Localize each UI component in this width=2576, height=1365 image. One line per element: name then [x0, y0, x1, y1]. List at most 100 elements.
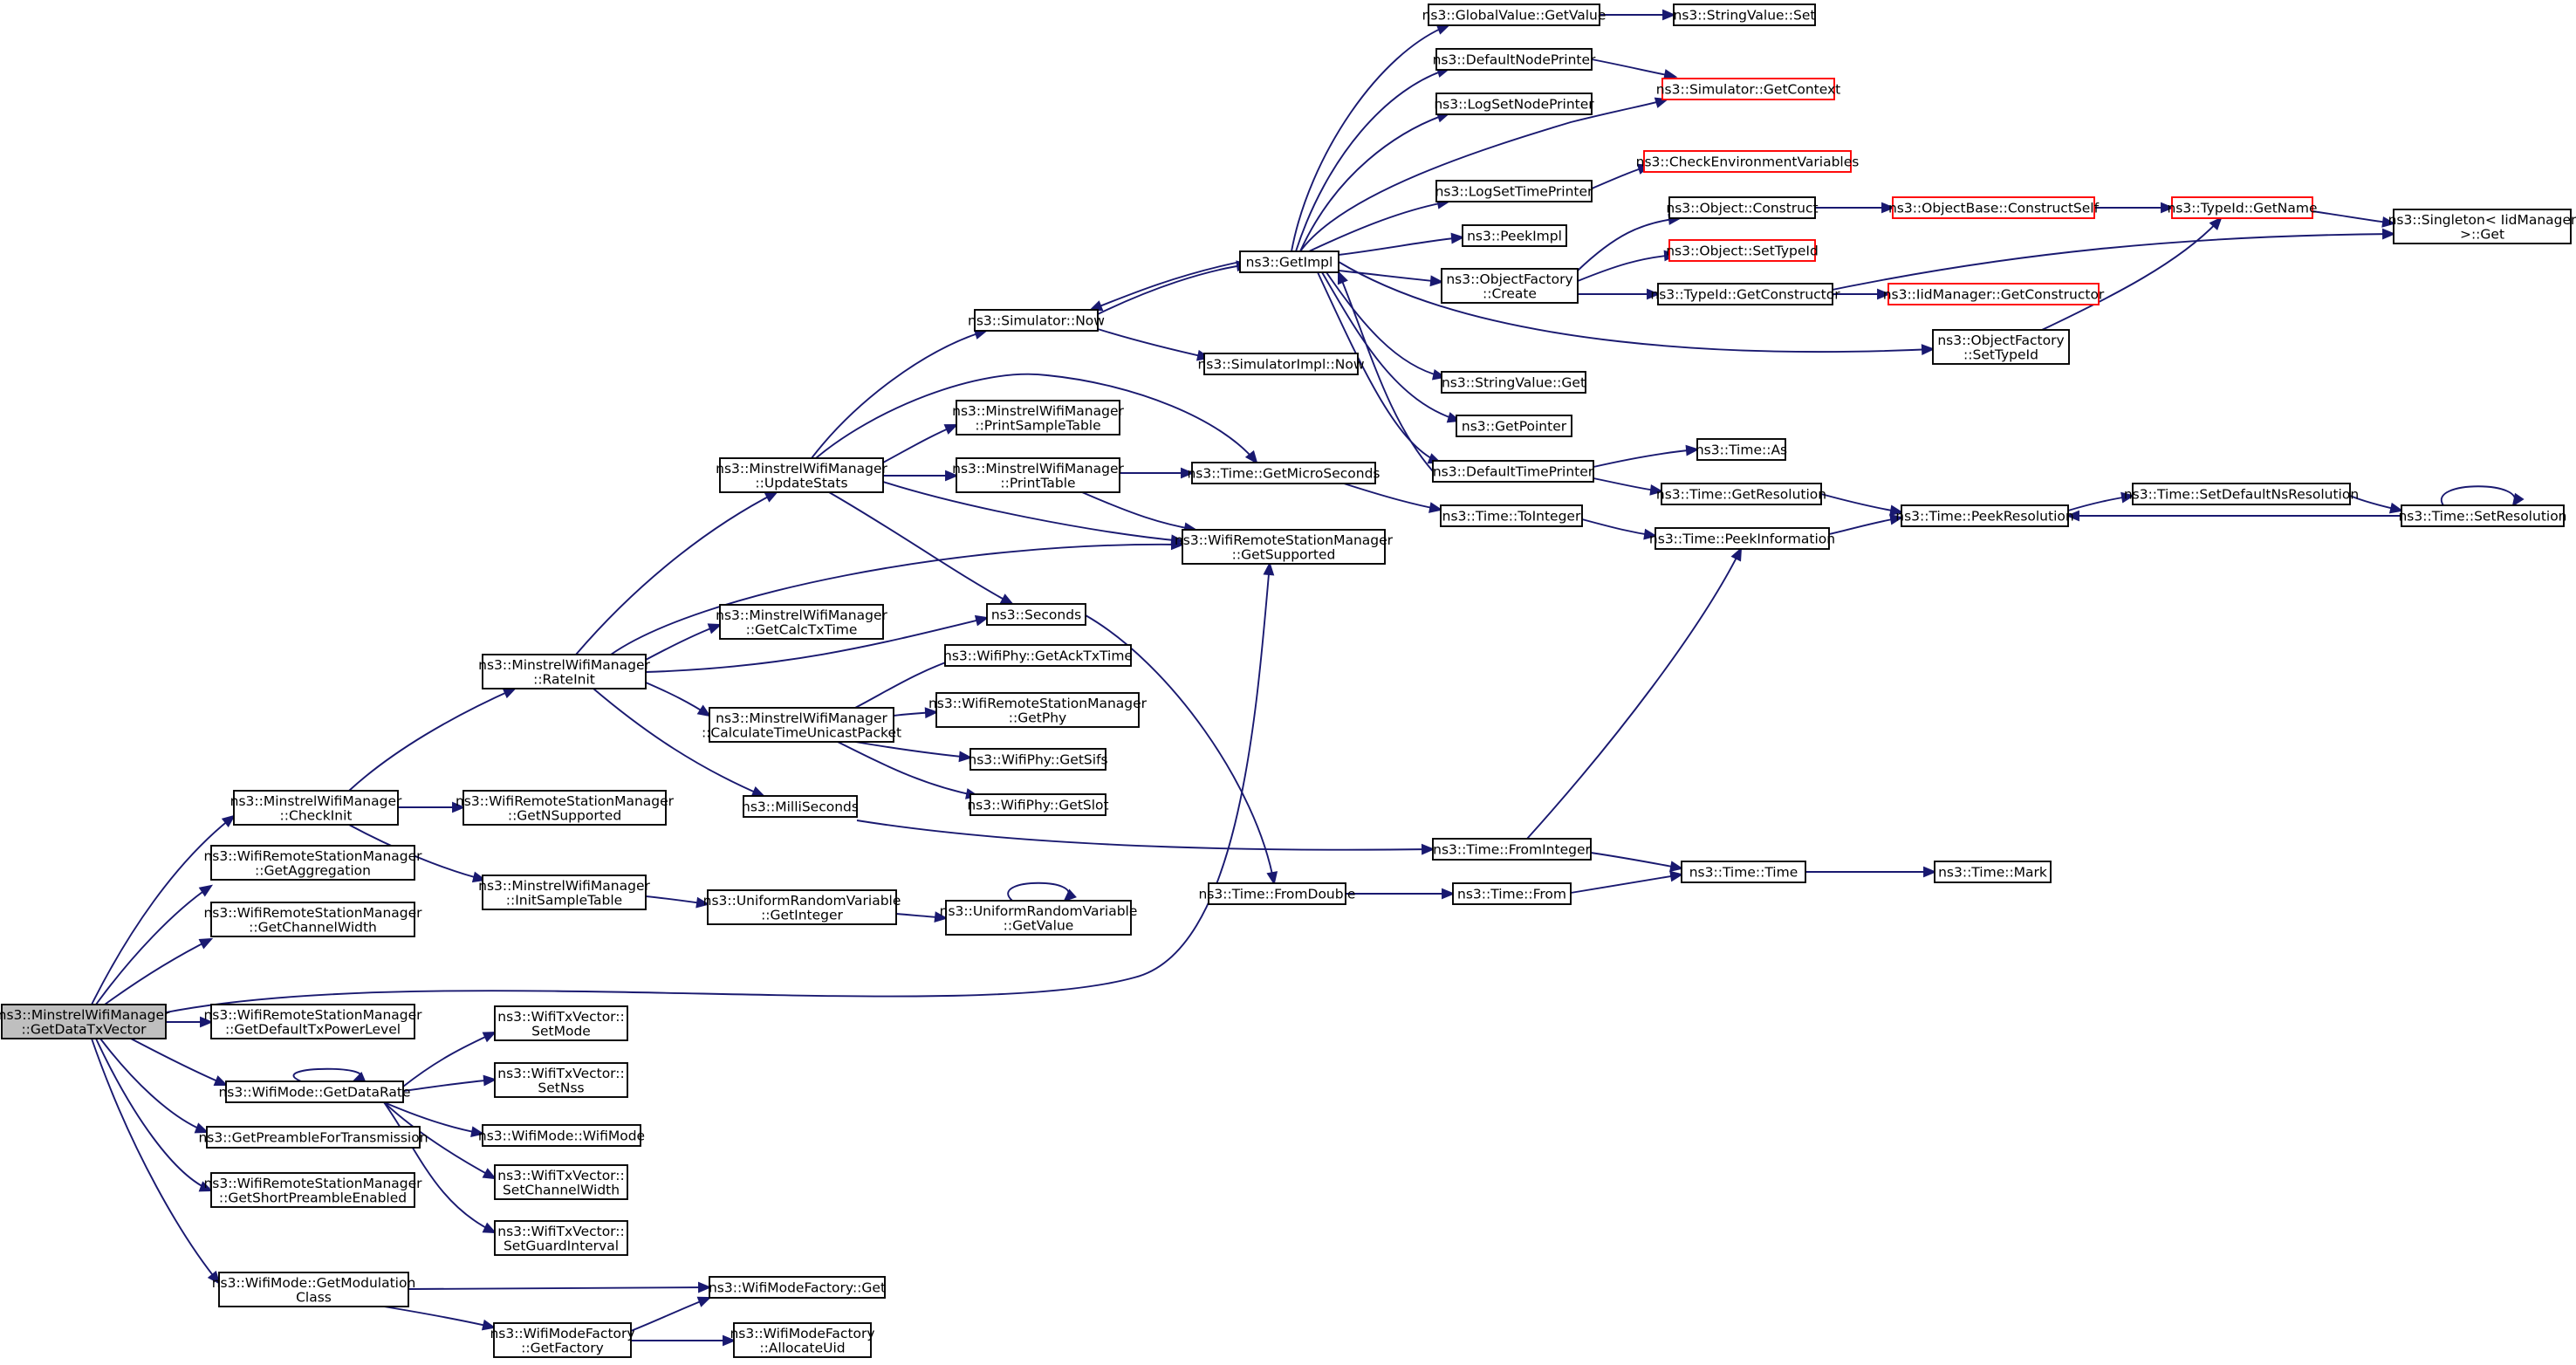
node-setchw[interactable]: ns3::WifiTxVector::SetChannelWidth [494, 1164, 628, 1200]
node-wmfalloc[interactable]: ns3::WifiModeFactory::AllocateUid [730, 1322, 875, 1358]
node-label: ns3::ObjectFactory [1937, 333, 2064, 348]
node-logsettime[interactable]: ns3::LogSetTimePrinter [1435, 180, 1593, 202]
node-singletonget[interactable]: ns3::Singleton< IidManager>::Get [2388, 209, 2576, 244]
node-setmode[interactable]: ns3::WifiTxVector::SetMode [494, 1005, 628, 1041]
node-checkinit[interactable]: ns3::MinstrelWifiManager::CheckInit [230, 790, 402, 826]
node-timesetdefns[interactable]: ns3::Time::SetDefaultNsResolution [2124, 483, 2359, 505]
node-printsample[interactable]: ns3::MinstrelWifiManager::PrintSampleTab… [952, 400, 1124, 436]
edge-initsample-to-urvgetint [645, 895, 710, 909]
node-getshortpre[interactable]: ns3::WifiRemoteStationManager::GetShortP… [203, 1172, 422, 1208]
node-box [719, 604, 884, 640]
node-box [1208, 882, 1346, 905]
node-objbaseconstruct[interactable]: ns3::ObjectBase::ConstructSelf [1888, 196, 2100, 219]
node-getsupported[interactable]: ns3::WifiRemoteStationManager::GetSuppor… [1175, 529, 1394, 565]
node-simimplnow[interactable]: ns3::SimulatorImpl::Now [1197, 353, 1365, 375]
node-getcalctx[interactable]: ns3::MinstrelWifiManager::GetCalcTxTime [716, 604, 887, 640]
node-globalget[interactable]: ns3::GlobalValue::GetValue [1422, 3, 1607, 26]
node-objfactsettypeid[interactable]: ns3::ObjectFactory::SetTypeId [1932, 329, 2070, 365]
edge-line [95, 885, 212, 1005]
node-timegetres[interactable]: ns3::Time::GetResolution [1656, 483, 1826, 505]
node-wmfgetfactory[interactable]: ns3::WifiModeFactory::GetFactory [490, 1322, 635, 1358]
node-label: ::GetDefaultTxPowerLevel [225, 1021, 401, 1037]
arrowhead [974, 614, 990, 627]
edge-getimpl-to-objfactsettypeid [1338, 261, 1935, 356]
node-label: ns3::Time::FromDouble [1199, 887, 1356, 902]
node-peekimpl[interactable]: ns3::PeekImpl [1462, 224, 1567, 247]
node-timemark[interactable]: ns3::Time::Mark [1934, 861, 2052, 883]
node-simgetctx[interactable]: ns3::Simulator::GetContext [1656, 78, 1841, 100]
edge-getdatarate-to-setgi [383, 1101, 497, 1234]
node-typeidgetname[interactable]: ns3::TypeId::GetName [2167, 196, 2318, 219]
node-timepeekinfo[interactable]: ns3::Time::PeekInformation [1649, 527, 1835, 550]
node-getnsupp[interactable]: ns3::WifiRemoteStationManager::GetNSuppo… [456, 790, 675, 826]
node-getacktx[interactable]: ns3::WifiPhy::GetAckTxTime [943, 644, 1133, 667]
node-deftimeprinter[interactable]: ns3::DefaultTimePrinter [1432, 460, 1594, 483]
node-objconstruct[interactable]: ns3::Object::Construct [1666, 196, 1819, 219]
node-getphy[interactable]: ns3::WifiRemoteStationManager::GetPhy [928, 692, 1148, 728]
node-getsifs[interactable]: ns3::WifiPhy::GetSifs [968, 748, 1108, 771]
node-box [986, 603, 1086, 626]
node-label: ::UpdateStats [755, 475, 847, 490]
node-timepeekres[interactable]: ns3::Time::PeekResolution [1895, 504, 2074, 527]
node-updatestats[interactable]: ns3::MinstrelWifiManager::UpdateStats [716, 457, 887, 493]
node-wifimode[interactable]: ns3::WifiMode::WifiMode [478, 1124, 645, 1147]
node-getchw[interactable]: ns3::WifiRemoteStationManager::GetChanne… [203, 902, 422, 937]
node-defnodeprinter[interactable]: ns3::DefaultNodePrinter [1433, 48, 1596, 71]
node-objsettypeid[interactable]: ns3::Object::SetTypeId [1666, 239, 1819, 262]
edge-updatestats-to-simnow [811, 328, 989, 459]
node-logsetnode[interactable]: ns3::LogSetNodePrinter [1434, 93, 1594, 115]
node-setgi[interactable]: ns3::WifiTxVector::SetGuardInterval [494, 1220, 628, 1256]
arrowhead [1063, 888, 1077, 902]
node-box [1435, 93, 1593, 115]
edge-root-to-getshortpre [95, 1038, 214, 1192]
node-box [707, 889, 897, 925]
node-setnss[interactable]: ns3::WifiTxVector::SetNss [494, 1062, 628, 1098]
node-label: ::GetChannelWidth [249, 919, 377, 935]
node-box [225, 1080, 404, 1103]
node-fromdouble[interactable]: ns3::Time::FromDouble [1199, 882, 1356, 905]
arrowhead [1669, 861, 1684, 872]
node-getpreamble[interactable]: ns3::GetPreambleForTransmission [198, 1126, 428, 1149]
node-strvalset[interactable]: ns3::StringValue::Set [1673, 3, 1816, 26]
node-timetime[interactable]: ns3::Time::Time [1681, 861, 1806, 883]
node-getpointer[interactable]: ns3::GetPointer [1456, 415, 1572, 437]
node-typeidgetctor[interactable]: ns3::TypeId::GetConstructor [1650, 283, 1840, 305]
node-printtable[interactable]: ns3::MinstrelWifiManager::PrintTable [952, 457, 1124, 493]
node-timefrom[interactable]: ns3::Time::From [1452, 882, 1572, 905]
node-millis[interactable]: ns3::MilliSeconds [742, 795, 859, 818]
node-getdatarate[interactable]: ns3::WifiMode::GetDataRate [218, 1080, 411, 1103]
node-frominteger[interactable]: ns3::Time::FromInteger [1432, 838, 1592, 861]
node-label: ns3::Time::PeekInformation [1649, 532, 1835, 547]
edge-getdatarate-to-wifimode [383, 1101, 485, 1137]
node-checkenv[interactable]: ns3::CheckEnvironmentVariables [1636, 150, 1860, 173]
arrowhead [1643, 528, 1658, 540]
node-seconds[interactable]: ns3::Seconds [986, 603, 1086, 626]
node-strvalget[interactable]: ns3::StringValue::Get [1441, 371, 1586, 394]
node-calctime[interactable]: ns3::MinstrelWifiManager::CalculateTimeU… [702, 707, 901, 743]
node-simnow[interactable]: ns3::Simulator::Now [968, 309, 1105, 332]
node-tointeger[interactable]: ns3::Time::ToInteger [1440, 504, 1583, 527]
node-rateinit[interactable]: ns3::MinstrelWifiManager::RateInit [478, 654, 650, 689]
node-timesetres[interactable]: ns3::Time::SetResolution [2398, 504, 2567, 527]
node-wmfget[interactable]: ns3::WifiModeFactory::Get [709, 1276, 886, 1299]
node-getimpl[interactable]: ns3::GetImpl [1239, 250, 1339, 273]
edge-updatestats-to-printsample [882, 424, 959, 463]
node-objfactcreate[interactable]: ns3::ObjectFactory::Create [1441, 268, 1579, 304]
node-getslot[interactable]: ns3::WifiPhy::GetSlot [967, 793, 1109, 816]
node-root[interactable]: ns3::MinstrelWifiManager::GetDataTxVecto… [0, 1004, 170, 1039]
node-getagg[interactable]: ns3::WifiRemoteStationManager::GetAggreg… [203, 845, 422, 881]
node-label: ns3::WifiRemoteStationManager [203, 905, 422, 921]
edge-line [882, 481, 1183, 542]
node-timeas[interactable]: ns3::Time::As [1696, 438, 1787, 461]
node-initsample[interactable]: ns3::MinstrelWifiManager::InitSampleTabl… [478, 875, 650, 910]
node-iidgetctor[interactable]: ns3::IidManager::GetConstructor [1883, 283, 2105, 305]
node-urvgetint[interactable]: ns3::UniformRandomVariable::GetInteger [703, 889, 901, 925]
node-getdeftx[interactable]: ns3::WifiRemoteStationManager::GetDefaul… [203, 1004, 422, 1039]
node-urvgetval[interactable]: ns3::UniformRandomVariable::GetValue [940, 900, 1138, 936]
node-getmicro[interactable]: ns3::Time::GetMicroSeconds [1187, 462, 1380, 484]
edge-line [165, 563, 1271, 1013]
edge-getimpl-to-logsetnode [1299, 111, 1451, 252]
edge-checkinit-to-getnsupp [398, 801, 466, 813]
edge-root-to-getchw [104, 937, 214, 1005]
